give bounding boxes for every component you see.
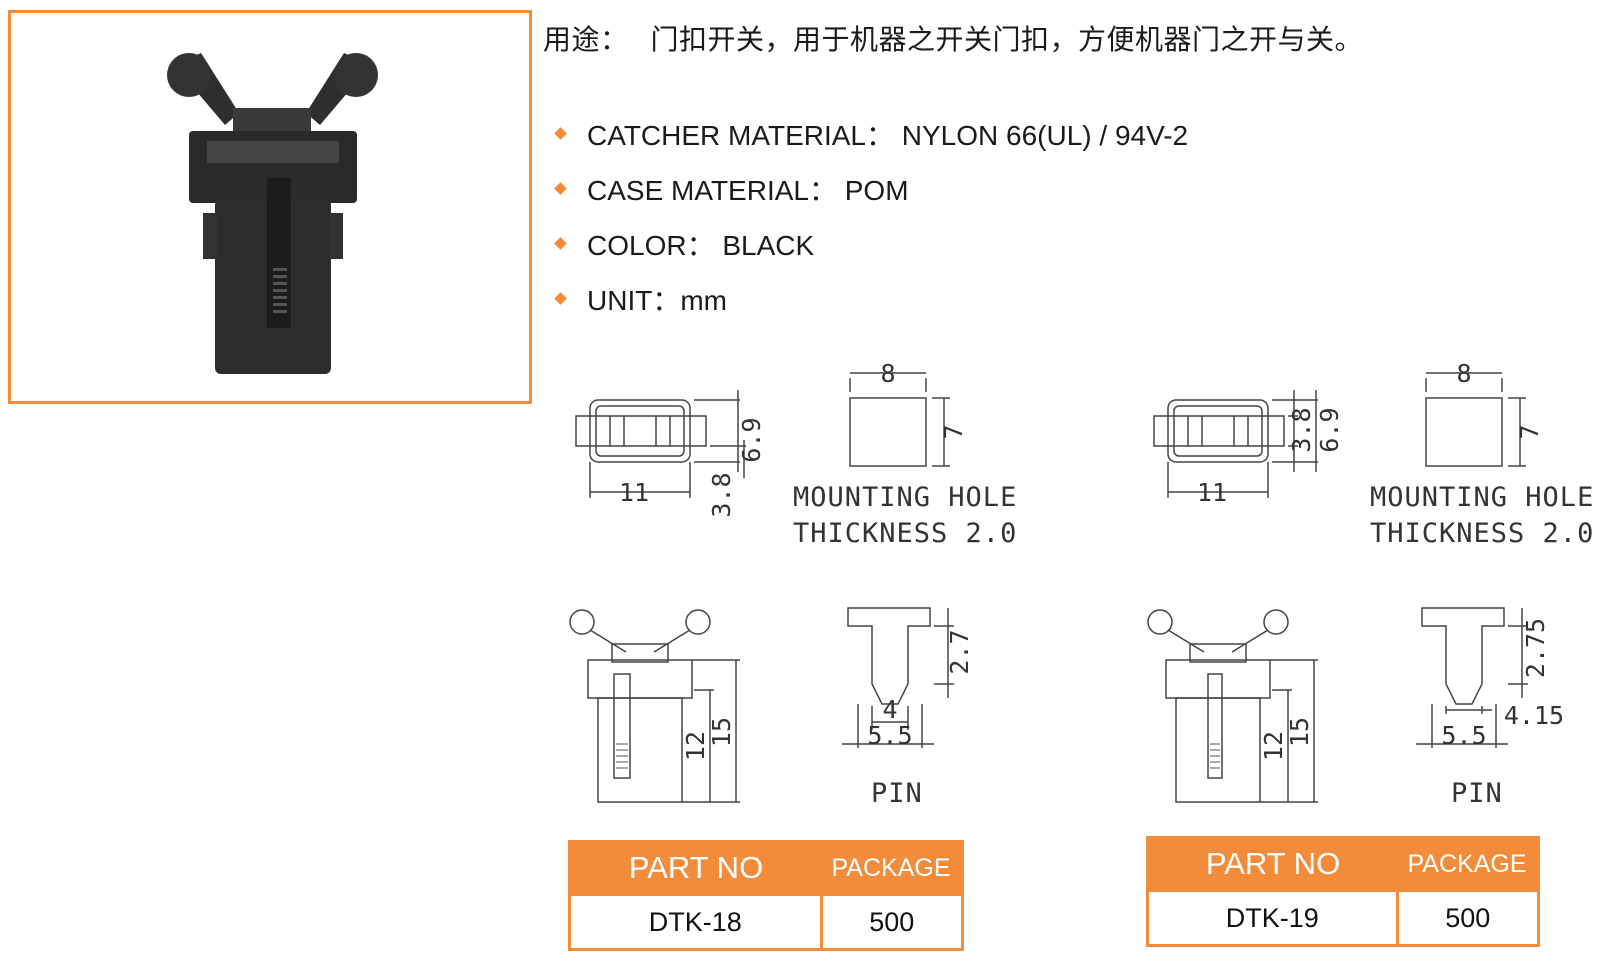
spec-item: CATCHER MATERIAL： NYLON 66(UL) / 94V-2: [552, 106, 1188, 161]
dim-pin-top: 2.75: [1521, 618, 1550, 678]
dim-side-h2: 15: [707, 717, 736, 747]
spec-text: COLOR： BLACK: [587, 229, 815, 261]
left-part-table: PART NO PACKAGE DTK-18 500: [568, 840, 964, 951]
diamond-bullet-icon: [554, 292, 567, 305]
left-side-view: 12 15: [568, 604, 768, 819]
dim-hole-width: 8: [1456, 359, 1471, 388]
dim-width: 11: [1197, 478, 1227, 507]
diamond-bullet-icon: [554, 237, 567, 250]
cell-part-no: DTK-19: [1147, 889, 1399, 946]
spec-item: CASE MATERIAL： POM: [552, 161, 1188, 216]
cell-part-no: DTK-18: [569, 893, 823, 950]
spec-list: CATCHER MATERIAL： NYLON 66(UL) / 94V-2 C…: [552, 106, 1188, 326]
dim-side-h1: 12: [681, 731, 710, 761]
spec-text: CATCHER MATERIAL： NYLON 66(UL) / 94V-2: [587, 119, 1189, 151]
dim-width: 11: [619, 478, 649, 507]
right-hole-note: MOUNTING HOLE THICKNESS 2.0: [1370, 482, 1595, 549]
header-package: PACKAGE: [821, 841, 963, 895]
right-pin-view: 2.75 4.15 5.5: [1412, 607, 1582, 773]
spec-text: CASE MATERIAL： POM: [587, 174, 909, 206]
usage-line: 用途： 门扣开关，用于机器之开关门扣，方便机器门之开与关。: [543, 18, 1363, 58]
dim-pin-outer: 5.5: [1441, 721, 1486, 750]
usage-label: 用途：: [543, 23, 629, 56]
left-hole-note: MOUNTING HOLE THICKNESS 2.0: [793, 482, 1018, 549]
dim-hole-height: 7: [939, 424, 968, 439]
cell-package: 500: [821, 893, 963, 950]
right-pin-label: PIN: [1451, 778, 1503, 809]
usage-text: 门扣开关，用于机器之开关门扣，方便机器门之开与关。: [650, 23, 1364, 56]
dim-height-inner: 3.8: [1287, 407, 1316, 452]
right-top-view: 11 6.9 3.8: [1148, 380, 1348, 525]
diamond-bullet-icon: [554, 182, 567, 195]
left-top-view: 11 6.9 3.8: [570, 380, 770, 525]
dim-hole-width: 8: [880, 359, 895, 388]
left-pin-label: PIN: [871, 778, 923, 809]
diamond-bullet-icon: [554, 127, 567, 140]
header-package: PACKAGE: [1397, 837, 1539, 891]
left-pin-view: 2.7 4 5.5: [838, 607, 1008, 773]
dim-pin-outer: 5.5: [867, 721, 912, 750]
dim-pin-top: 2.7: [945, 629, 974, 674]
dim-side-h2: 15: [1285, 717, 1314, 747]
dim-height-outer: 6.9: [737, 417, 766, 462]
spec-item: COLOR： BLACK: [552, 216, 1188, 271]
header-part-no: PART NO: [569, 841, 821, 895]
right-mounting-hole: 8 7: [1416, 359, 1556, 475]
dim-hole-height: 7: [1515, 424, 1544, 439]
dim-pin-inner: 4.15: [1504, 701, 1564, 730]
product-photo-frame: [8, 10, 532, 404]
dim-pin-inner: 4: [882, 695, 897, 724]
right-side-view: 12 15: [1146, 604, 1346, 819]
right-part-table: PART NO PACKAGE DTK-19 500: [1146, 836, 1540, 947]
product-photo: [167, 53, 378, 374]
dim-height-outer: 6.9: [1315, 407, 1344, 452]
header-part-no: PART NO: [1147, 837, 1397, 891]
cell-package: 500: [1397, 889, 1539, 946]
dim-height-inner: 3.8: [707, 472, 736, 517]
spec-item: UNIT：mm: [552, 271, 1188, 326]
dim-side-h1: 12: [1259, 731, 1288, 761]
left-mounting-hole: 8 7: [840, 359, 980, 475]
spec-text: UNIT：mm: [587, 284, 727, 316]
